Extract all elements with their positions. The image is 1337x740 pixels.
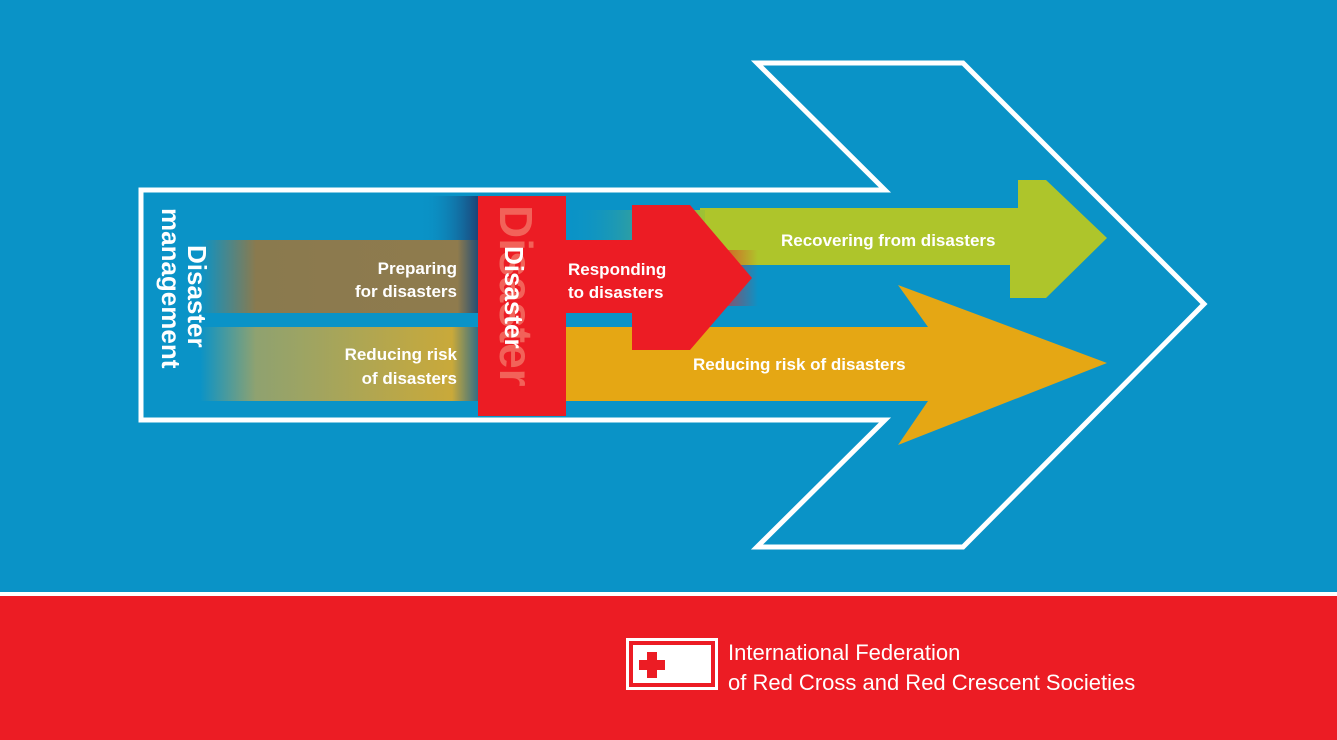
preparing-band xyxy=(200,240,480,313)
org-line-1: International Federation xyxy=(728,640,961,665)
recovering-label: Recovering from disasters xyxy=(781,231,995,250)
preparing-line1: Preparing xyxy=(378,259,457,278)
reducing-left-line2: of disasters xyxy=(362,369,457,388)
responding-arrow xyxy=(560,205,752,350)
reducing-left-band xyxy=(200,327,480,401)
disaster-management-line1: Disaster xyxy=(182,245,212,348)
ifrc-logo-field xyxy=(633,645,711,683)
dark-shadow-band xyxy=(420,196,480,240)
preparing-line2: for disasters xyxy=(355,282,457,301)
responding-line1: Responding xyxy=(568,260,666,279)
reducing-risk-arrow xyxy=(560,285,1107,445)
disaster-management-line2: management xyxy=(156,208,186,369)
red-cross-red-crescent-icon xyxy=(639,651,695,679)
recovering-arrow xyxy=(700,180,1107,298)
outline-arrow xyxy=(138,60,1208,550)
org-line-2: of Red Cross and Red Crescent Societies xyxy=(728,670,1136,695)
responding-line2: to disasters xyxy=(568,283,663,302)
footer-bar: International Federation of Red Cross an… xyxy=(0,592,1337,740)
red-crescent-icon xyxy=(681,651,695,679)
disaster-label: Disaster xyxy=(499,246,529,349)
reducing-right-label: Reducing risk of disasters xyxy=(693,355,906,374)
disaster-management-diagram: Disaster Disaster Disaster management Pr… xyxy=(138,60,1208,550)
ifrc-logo xyxy=(626,638,718,690)
disaster-ghost-label: Disaster xyxy=(490,205,542,387)
disaster-column xyxy=(478,196,566,416)
red-fade xyxy=(700,250,758,306)
organization-name: International Federation of Red Cross an… xyxy=(728,638,1135,698)
reducing-left-line1: Reducing risk xyxy=(345,345,458,364)
